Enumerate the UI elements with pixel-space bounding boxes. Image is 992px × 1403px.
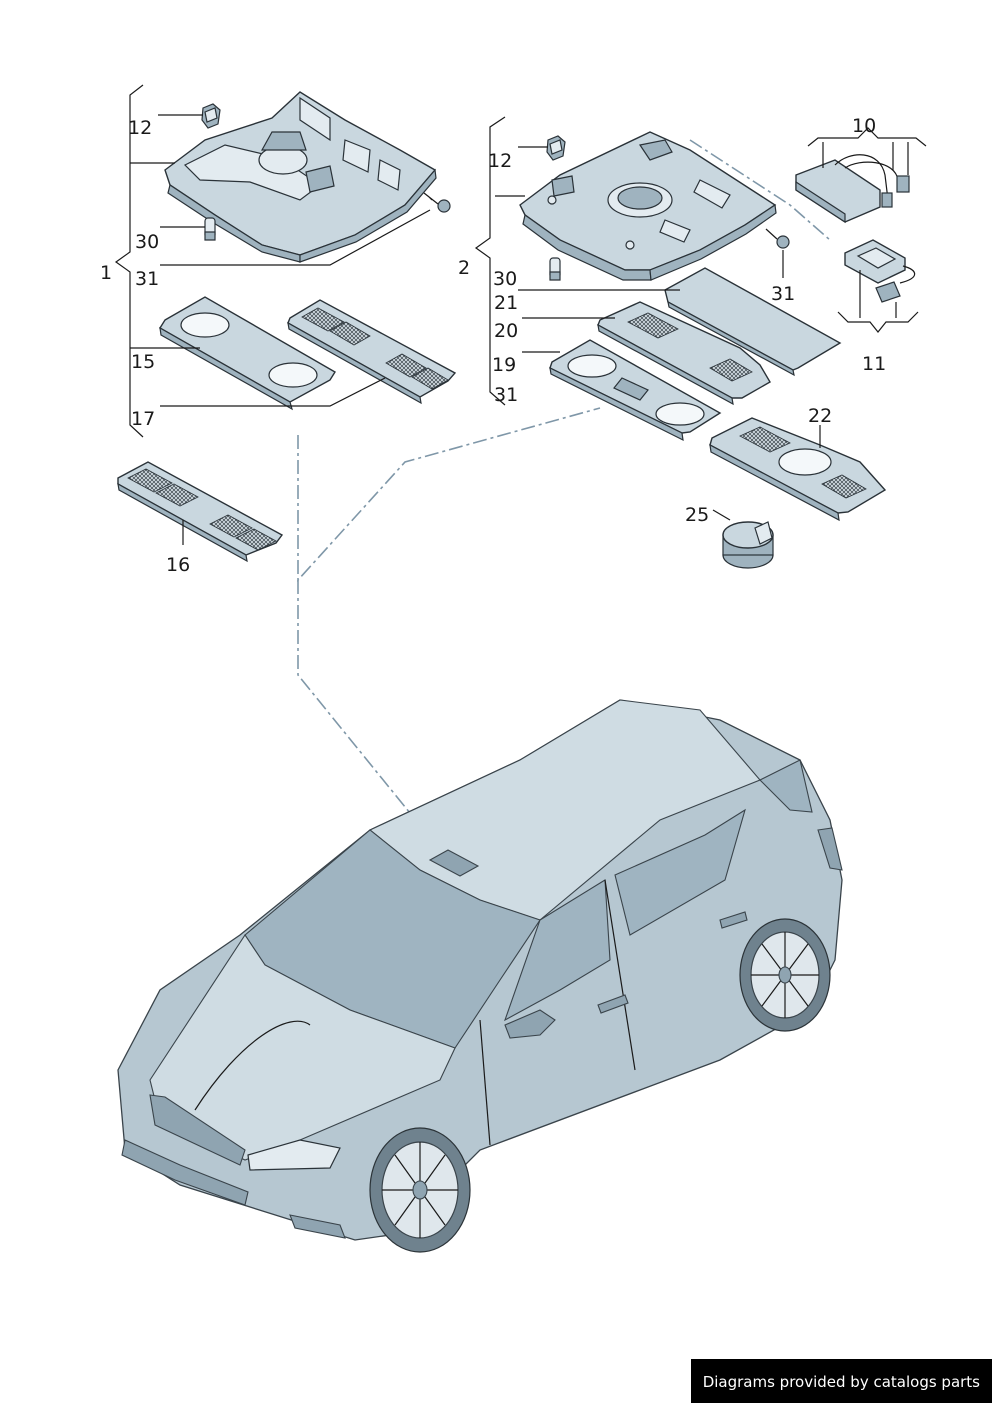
lens-panel-20 — [597, 301, 771, 406]
lens-panel-21 — [664, 267, 842, 377]
label-30b: 30 — [493, 268, 517, 290]
leader-10 — [822, 142, 909, 175]
lens-panel-19 — [549, 339, 722, 442]
footer-credit: Diagrams provided by catalogs parts — [690, 1359, 992, 1403]
bracket-11 — [837, 311, 919, 333]
label-22: 22 — [808, 405, 832, 427]
roof-light-marker — [428, 849, 480, 877]
label-30a: 30 — [135, 231, 159, 253]
callout-labels: 1 2 10 11 12 12 15 16 17 19 20 21 22 25 … — [100, 115, 886, 576]
label-1: 1 — [100, 262, 112, 284]
bracket-2 — [474, 116, 506, 406]
bulb-socket-2-icon — [546, 135, 566, 161]
lens-panel-22 — [709, 417, 887, 522]
label-10: 10 — [852, 115, 876, 137]
label-12b: 12 — [488, 150, 512, 172]
label-17: 17 — [131, 408, 155, 430]
car-illustration — [117, 699, 843, 1253]
bulb-30a-icon — [204, 217, 216, 241]
lens-panel-17 — [287, 299, 457, 405]
label-16: 16 — [166, 554, 190, 576]
bracket-10 — [807, 127, 927, 147]
screw-31a-icon — [423, 192, 451, 213]
leader-lines-2 — [495, 146, 821, 521]
label-2: 2 — [458, 257, 470, 279]
label-31b: 31 — [771, 283, 795, 305]
label-31a: 31 — [135, 268, 159, 290]
label-12a: 12 — [128, 117, 152, 139]
label-11: 11 — [862, 353, 886, 375]
bulb-socket-icon — [201, 103, 221, 129]
label-25: 25 — [685, 504, 709, 526]
module-10 — [795, 154, 910, 224]
bulb-30b-icon — [549, 257, 561, 281]
leader-lines-1 — [130, 114, 431, 545]
module-11 — [844, 239, 916, 303]
reading-light-unit-2 — [519, 131, 777, 281]
label-19: 19 — [492, 354, 516, 376]
reference-lines — [297, 139, 831, 851]
label-20: 20 — [494, 320, 518, 342]
switch-25 — [722, 521, 774, 569]
label-15: 15 — [131, 351, 155, 373]
label-21: 21 — [494, 292, 518, 314]
label-31c: 31 — [494, 384, 518, 406]
reading-light-unit-1 — [164, 91, 437, 263]
screw-31b-icon — [765, 228, 790, 249]
leader-11 — [859, 270, 897, 318]
lens-panel-16 — [117, 461, 284, 563]
bracket-1 — [114, 84, 144, 438]
